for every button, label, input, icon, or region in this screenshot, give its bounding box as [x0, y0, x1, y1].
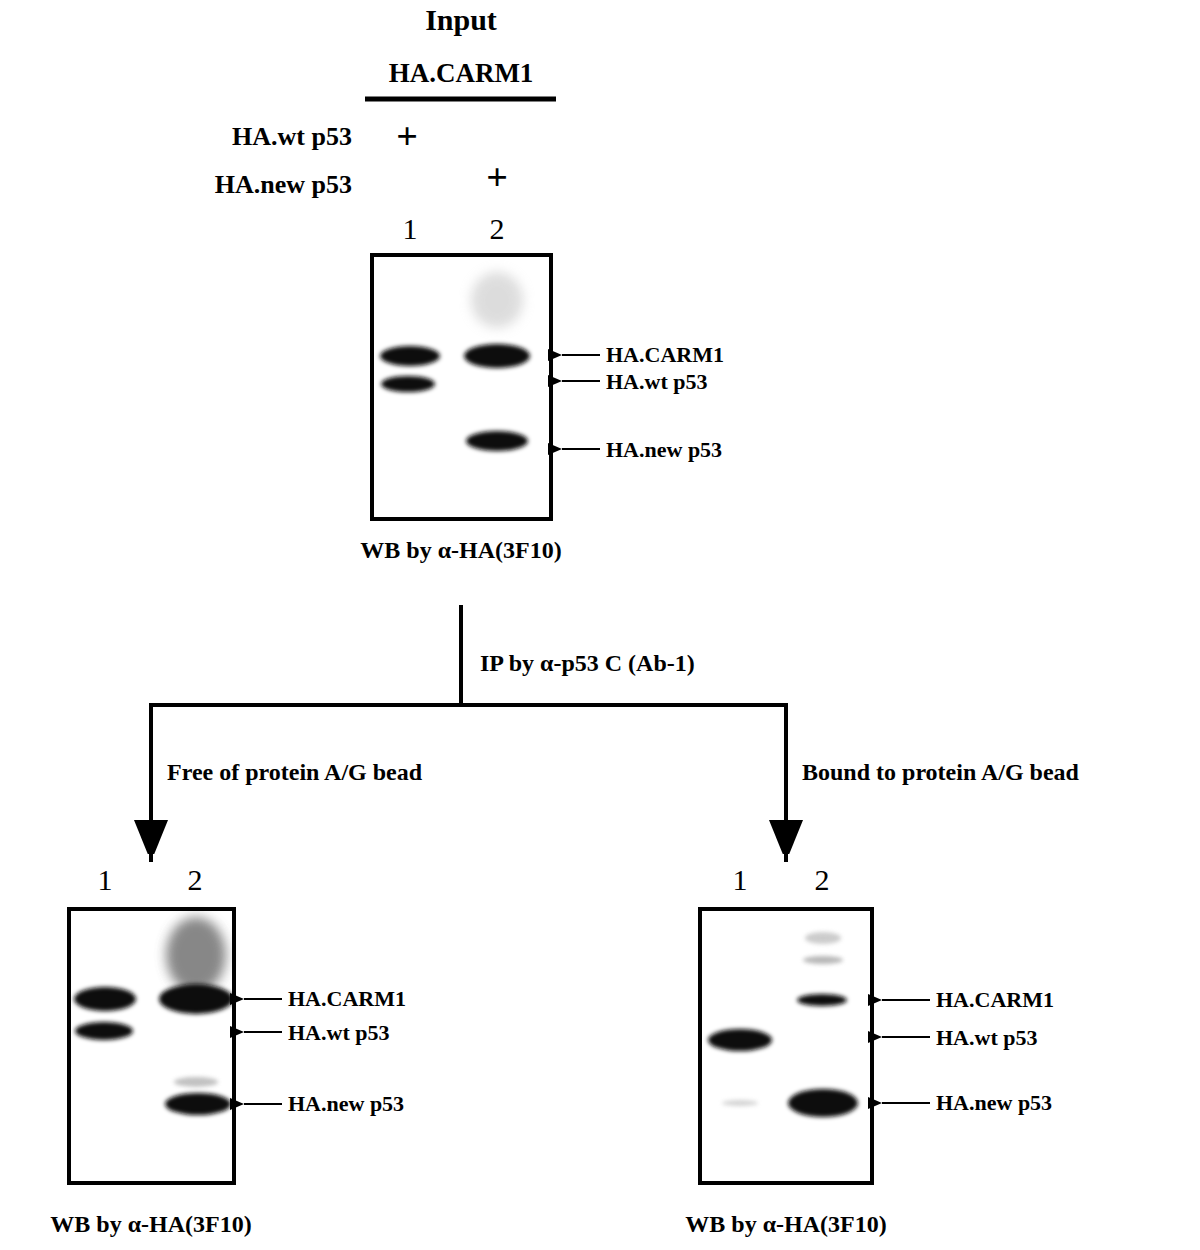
lane-number: 1 [98, 863, 113, 898]
lane-number: 2 [490, 212, 505, 247]
figure-label: HA.new p53 [215, 170, 352, 200]
blot-panel: WB by α-HA(3F10) [11, 862, 291, 1239]
free-bands [74, 917, 233, 1115]
bound-bands [708, 932, 858, 1117]
figure-label: HA.wt p53 [936, 1025, 1037, 1050]
figure-label: HA.CARM1 [389, 58, 534, 89]
lane-number: 2 [188, 863, 203, 898]
figure-label: HA.wt p53 [606, 369, 707, 394]
figure-label: HA.new p53 [288, 1091, 404, 1116]
figure-label: HA.CARM1 [606, 342, 724, 367]
figure-label: + [396, 115, 418, 159]
blot-panel: WB by α-HA(3F10) [636, 862, 936, 1239]
figure-label: HA.new p53 [936, 1090, 1052, 1115]
lane-number: 2 [815, 863, 830, 898]
edge-label: Free of protein A/G bead [167, 759, 422, 787]
flow-arrow [151, 605, 461, 862]
figure-label: HA.CARM1 [936, 987, 1054, 1012]
figure-label: HA.wt p53 [288, 1020, 389, 1045]
figure-label: IP by α-p53 C (Ab-1) [480, 650, 695, 678]
lane-spacer [11, 862, 291, 907]
figure-label: + [486, 156, 508, 200]
figure-label: HA.new p53 [606, 437, 722, 462]
header-bar [365, 97, 556, 102]
figure-label: Input [425, 3, 497, 38]
figure-label: HA.wt p53 [232, 122, 352, 152]
lane-number: 1 [733, 863, 748, 898]
edge-label: Bound to protein A/G bead [802, 759, 1079, 787]
flow-arrow [461, 605, 786, 862]
band-leaders [244, 355, 930, 1104]
input-bands [380, 272, 530, 451]
blot-caption: WB by α-HA(3F10) [300, 535, 622, 565]
lane-spacer [636, 862, 936, 907]
blot-caption: WB by α-HA(3F10) [636, 1209, 936, 1239]
blot-caption: WB by α-HA(3F10) [11, 1209, 291, 1239]
blot-frame [698, 907, 874, 1185]
lane-number: 1 [403, 212, 418, 247]
blot-frame [370, 253, 553, 521]
figure-label: HA.CARM1 [288, 986, 406, 1011]
blot-panel: WB by α-HA(3F10) [300, 253, 622, 565]
blot-frame [67, 907, 236, 1185]
